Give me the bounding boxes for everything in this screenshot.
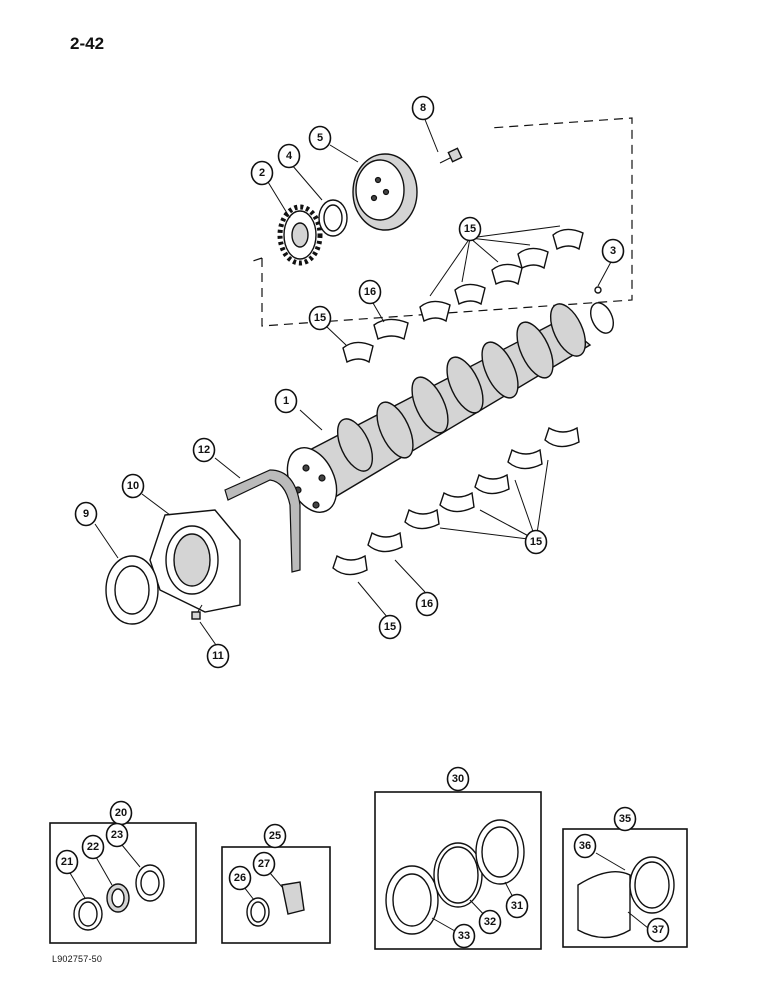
- callout-label: 9: [83, 508, 89, 520]
- callout-36: 36: [573, 833, 597, 859]
- callout-label: 16: [364, 286, 376, 298]
- callout-5: 5: [308, 125, 332, 151]
- crankshaft: [286, 302, 615, 513]
- callout-21: 21: [55, 849, 79, 875]
- callout-label: 15: [384, 621, 396, 633]
- callout-37: 37: [646, 917, 670, 943]
- callout-label: 11: [212, 650, 224, 662]
- callout-label: 3: [610, 245, 616, 257]
- callout-27: 27: [252, 851, 276, 877]
- callout-label: 15: [464, 223, 476, 235]
- upper-main-bearings: [342, 228, 584, 364]
- callout-label: 22: [87, 841, 99, 853]
- callout-label: 4: [286, 150, 293, 162]
- callout-label: 8: [420, 102, 426, 114]
- figure-code: L902757-50: [52, 954, 103, 964]
- callout-15-4: 15: [378, 614, 402, 640]
- callout-15-3: 15: [524, 529, 548, 555]
- callout-15-2: 15: [308, 305, 332, 331]
- callout-11: 11: [206, 643, 230, 669]
- callout-10: 10: [121, 473, 145, 499]
- callout-label: 10: [127, 480, 139, 492]
- callout-20: 20: [109, 800, 133, 826]
- crankshaft-gear: [277, 204, 323, 266]
- callout-15: 15: [458, 216, 482, 242]
- callout-label: 15: [314, 312, 326, 324]
- callout-label: 26: [234, 872, 246, 884]
- callout-label: 16: [421, 598, 433, 610]
- callout-label: 1: [283, 395, 289, 407]
- kit-box-30: [374, 791, 542, 950]
- crankshaft-pulley: [352, 153, 418, 231]
- callout-label: 21: [61, 856, 73, 868]
- rear-cover-gasket: [224, 469, 301, 573]
- lower-main-bearings: [332, 426, 580, 576]
- callout-label: 35: [619, 813, 631, 825]
- callout-label: 30: [452, 773, 464, 785]
- callout-label: 25: [269, 830, 281, 842]
- callout-35: 35: [613, 806, 637, 832]
- callout-8: 8: [411, 95, 435, 121]
- callout-label: 15: [530, 536, 542, 548]
- leader-lines: [94, 116, 613, 646]
- callout-33: 33: [452, 923, 476, 949]
- callout-2: 2: [250, 160, 274, 186]
- callout-12: 12: [192, 437, 216, 463]
- callout-label: 2: [259, 167, 265, 179]
- rear-oil-seal: [105, 555, 159, 625]
- rear-seal-housing: [149, 509, 241, 613]
- page-number: 2-42: [70, 34, 105, 53]
- callout-label: 12: [198, 444, 210, 456]
- kit-box-25: [221, 846, 331, 944]
- callout-16: 16: [358, 279, 382, 305]
- callout-3: 3: [601, 238, 625, 264]
- housing-bolt: [191, 604, 203, 620]
- kit-box-35: [562, 828, 688, 948]
- callout-label: 31: [511, 900, 523, 912]
- callout-30: 30: [446, 766, 470, 792]
- pulley-bolt: [439, 147, 463, 164]
- callout-25: 25: [263, 823, 287, 849]
- callout-32: 32: [478, 909, 502, 935]
- callout-23: 23: [105, 822, 129, 848]
- callout-label: 37: [652, 924, 664, 936]
- callout-22: 22: [81, 834, 105, 860]
- callout-label: 33: [458, 930, 470, 942]
- callout-label: 27: [258, 858, 270, 870]
- callout-label: 23: [111, 829, 123, 841]
- spacer-ring: [318, 199, 348, 237]
- callout-label: 5: [317, 132, 323, 144]
- callout-label: 36: [579, 840, 591, 852]
- callout-9: 9: [74, 501, 98, 527]
- callout-16-2: 16: [415, 591, 439, 617]
- callout-label: 32: [484, 916, 496, 928]
- dashed-group-outline: [249, 117, 633, 327]
- callout-4: 4: [277, 143, 301, 169]
- callout-26: 26: [228, 865, 252, 891]
- callout-31: 31: [505, 893, 529, 919]
- callout-1: 1: [274, 388, 298, 414]
- callout-label: 20: [115, 807, 127, 819]
- dowel-pin: [594, 286, 602, 294]
